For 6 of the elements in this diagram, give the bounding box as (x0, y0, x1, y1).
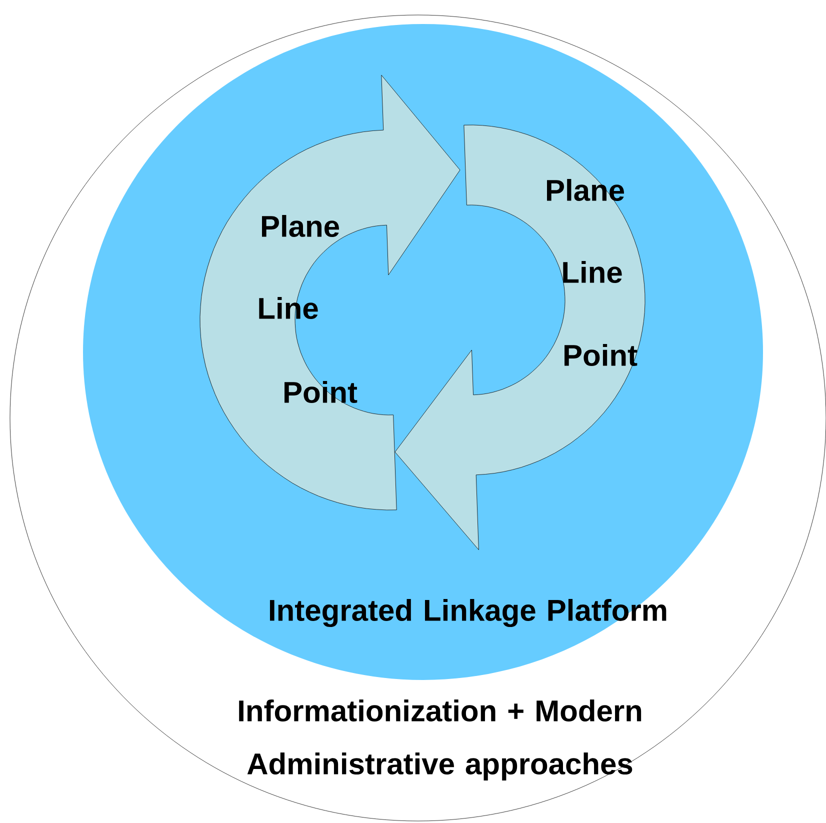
arrow-label: Point (564, 344, 638, 366)
arrow-label: Line (563, 260, 622, 284)
arrow-label: Plane (262, 214, 340, 238)
arrow-label: Point (284, 380, 358, 404)
arrow-label: Plane (547, 178, 624, 202)
arrow-label: Line (259, 296, 318, 320)
